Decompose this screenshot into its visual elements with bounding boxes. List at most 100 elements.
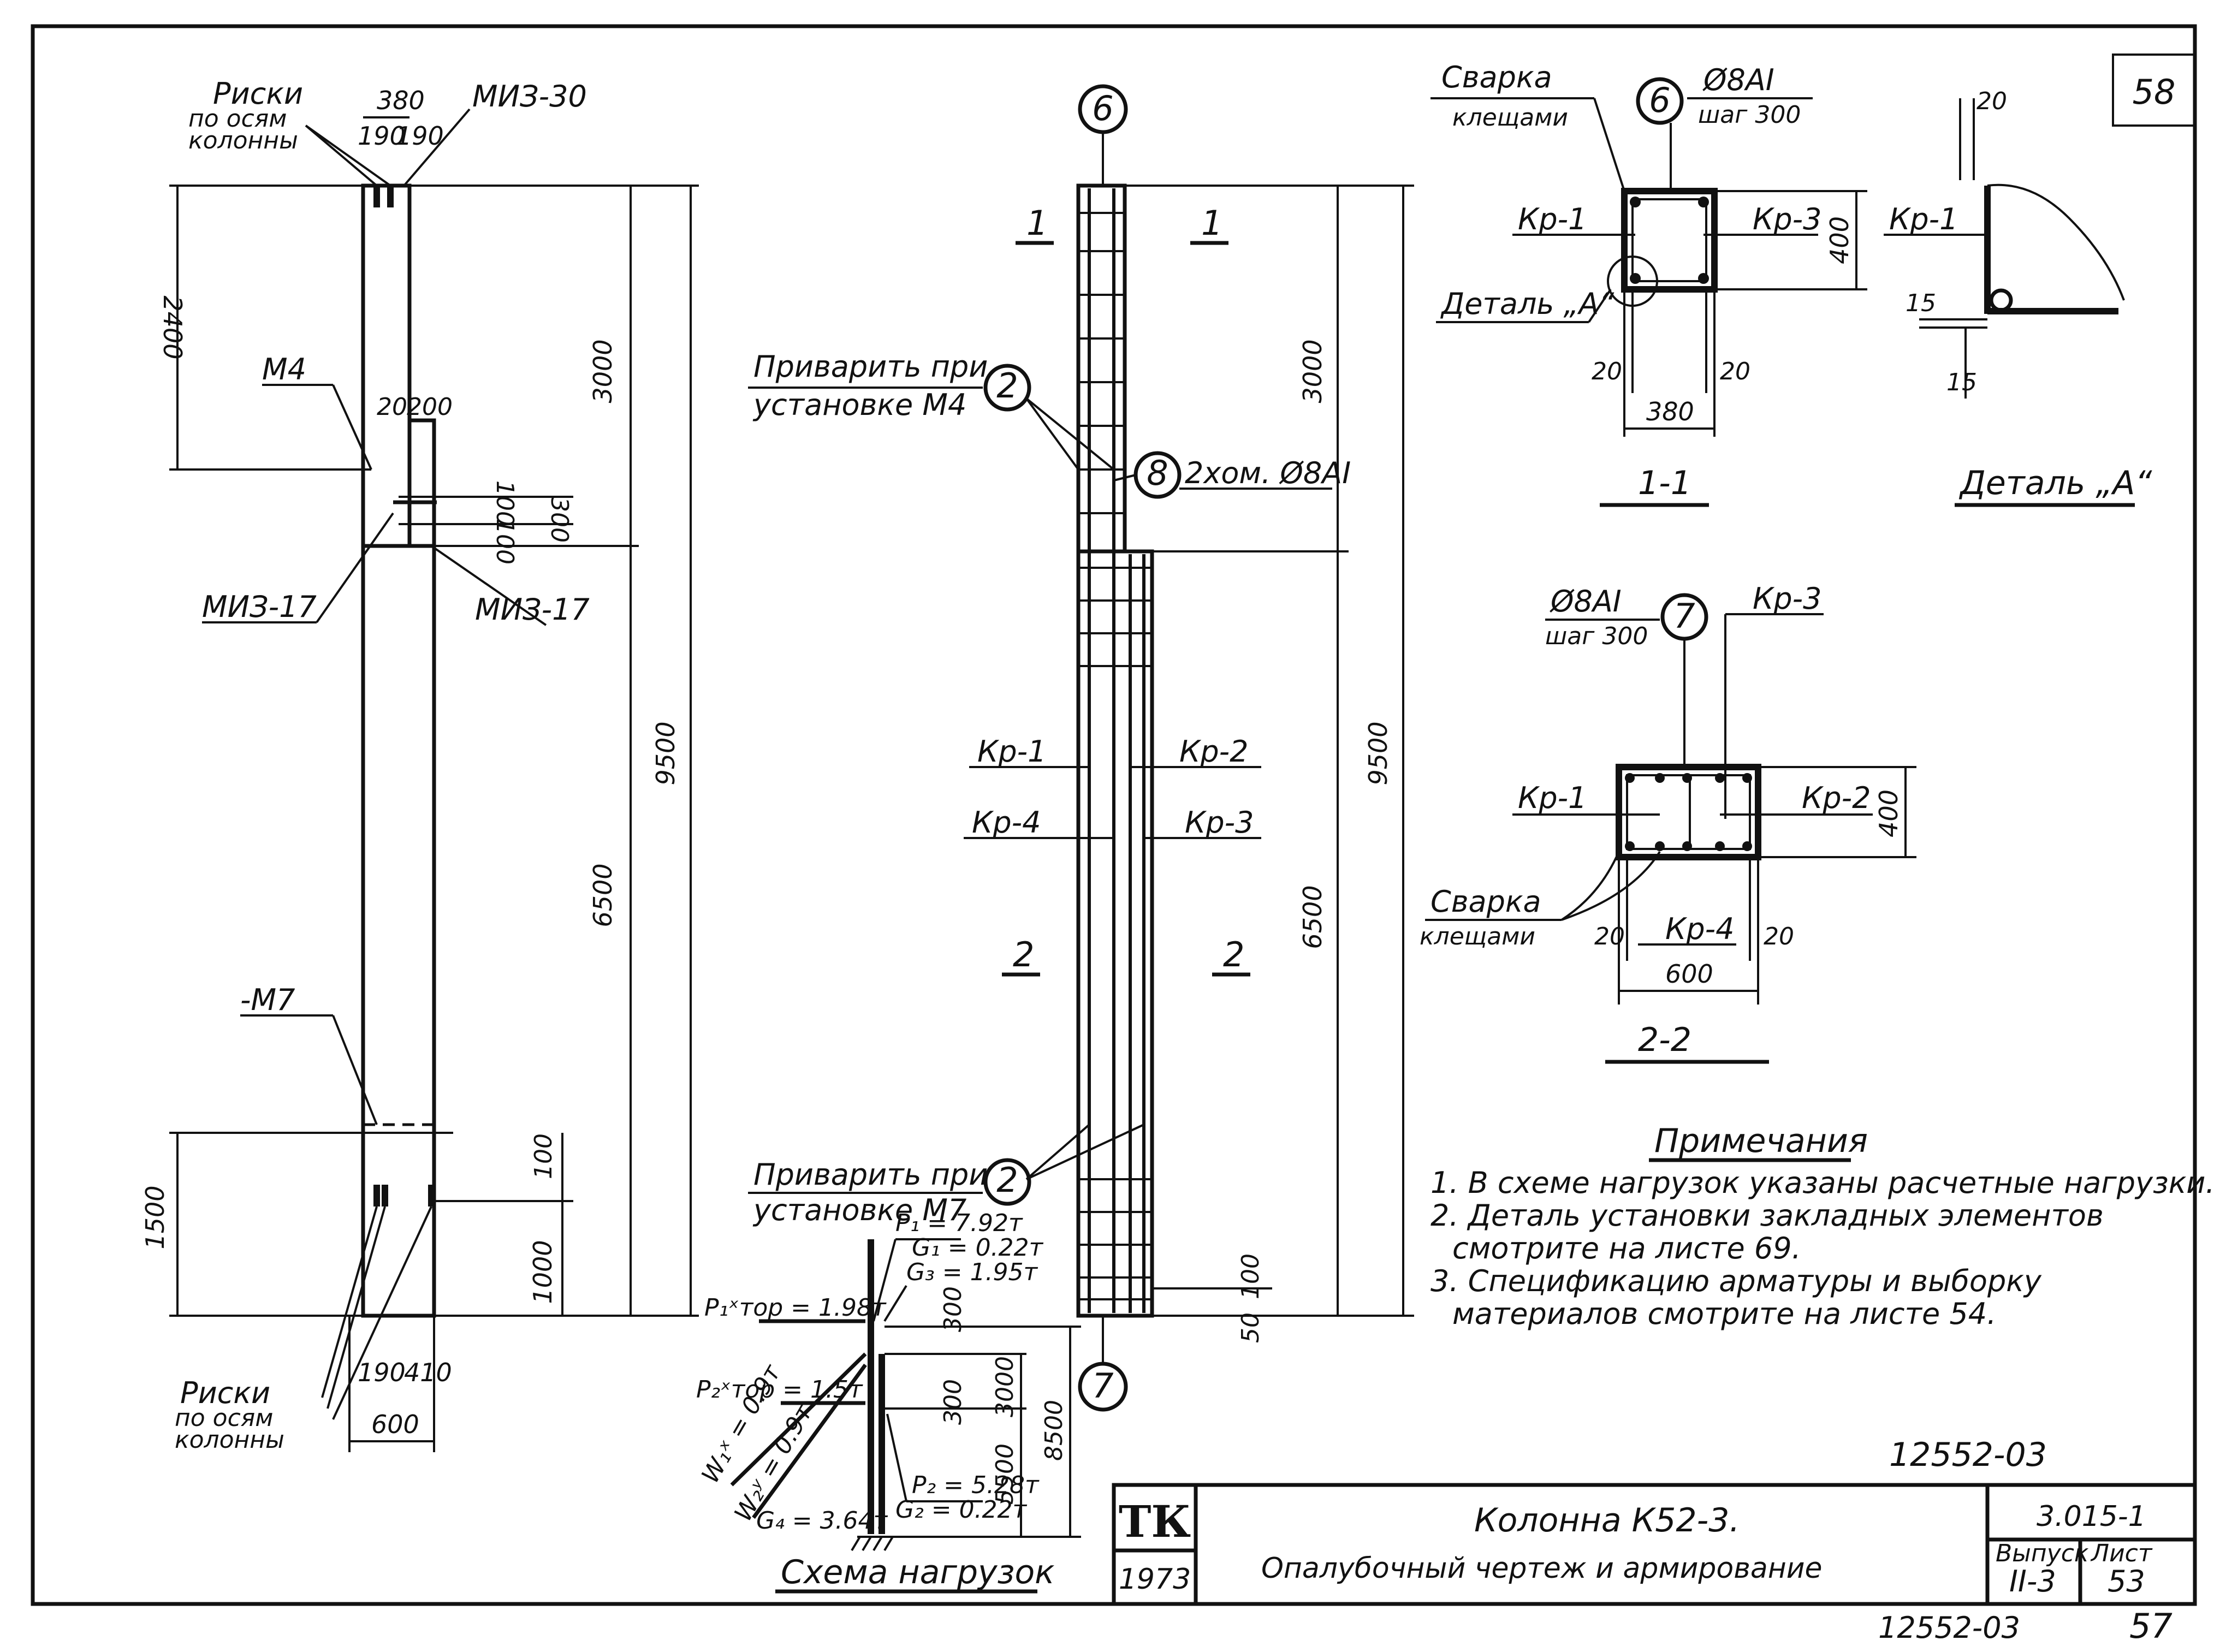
section-2-right: 2 <box>1223 935 1244 974</box>
dim-r-6500-text: 6500 <box>1298 885 1327 949</box>
da-dim20: 20 <box>1976 87 2007 115</box>
column-outline-upper <box>361 183 412 548</box>
da-kr1: Кр-1 <box>1889 202 1958 236</box>
axis-6-label: 6 <box>1092 88 1113 128</box>
ls-g2: G₂ = 0.22т <box>895 1496 1028 1524</box>
label-riski-top-3: колонны <box>188 127 298 154</box>
weld-m4-line1: Приварить при <box>753 349 988 384</box>
tb-frame <box>1112 1483 2197 1606</box>
note-1: 1. В схеме нагрузок указаны расчетные на… <box>1431 1166 2214 1200</box>
tb-subtitle: Опалубочный чертеж и армирование <box>1261 1552 1823 1585</box>
leader-riski-bot-c <box>332 1206 432 1420</box>
s11-weld-1: Сварка <box>1441 60 1552 94</box>
section-1-1: Сварка клещами 6 Ø8AI шаг 300 Кр-1 Кр-3 … <box>1431 60 1867 507</box>
label-miz17-right: МИЗ-17 <box>475 592 590 627</box>
ls-g4: G₄ = 3.64т <box>756 1507 888 1535</box>
dim-380-top: 380 <box>377 86 425 115</box>
ls-p1: P₁ = 7.92т <box>895 1209 1023 1237</box>
leader-riski-bot-b <box>327 1206 386 1409</box>
label-kr3: Кр-3 <box>1185 805 1254 840</box>
section-2-2: Ø8AI шаг 300 7 Кр-3 Кр-1 Кр-2 400 Сварка… <box>1420 581 1916 1064</box>
notes-heading: Примечания <box>1654 1122 1868 1160</box>
notes-block: Примечания 1. В схеме нагрузок указаны р… <box>1431 1122 2214 1331</box>
tb-vypusk: II-3 <box>2009 1564 2056 1598</box>
ls-p1top: P₁ˣтор = 1.98т <box>704 1294 887 1322</box>
footer-code: 12552-03 <box>1878 1611 2020 1645</box>
da-bar-circle <box>1989 288 2013 312</box>
stirrups-lower <box>1078 567 1152 1300</box>
dim-600: 600 <box>371 1410 419 1439</box>
ls-dim3000: 3000 <box>991 1356 1019 1417</box>
s11-weld-leader <box>1593 98 1625 192</box>
leader-miz30 <box>403 108 471 187</box>
ls-dim300: 300 <box>939 1286 967 1332</box>
label-riski-top-1: Риски <box>213 76 303 111</box>
section-1-right: 1 <box>1201 203 1222 243</box>
tb-vypusk-label: Выпуск <box>1996 1540 2089 1567</box>
s22-outline <box>1616 764 1761 860</box>
label-riski-bot-3: колонны <box>175 1426 284 1454</box>
dim-100-b: 100 <box>491 519 519 564</box>
label-kr4: Кр-4 <box>972 805 1041 840</box>
s22-kr1: Кр-1 <box>1518 781 1587 815</box>
s11-kr1: Кр-1 <box>1518 202 1587 236</box>
dim-r-3000-text: 3000 <box>1298 339 1327 403</box>
leader-riski-top-b <box>305 124 391 187</box>
footer-page: 57 <box>2129 1606 2173 1646</box>
label-riski-bot-2: по осям <box>175 1404 273 1432</box>
s22-kr4: Кр-4 <box>1665 912 1734 946</box>
cage-upper <box>1076 183 1127 554</box>
tb-year: 1973 <box>1119 1563 1191 1596</box>
leader-8 <box>1113 474 1136 482</box>
weld-m7-line1: Приварить при <box>753 1157 988 1192</box>
axis-7-label: 7 <box>1092 1366 1113 1406</box>
label-miz17-left: МИЗ-17 <box>202 590 317 624</box>
dim-3000: 3000 <box>588 339 618 403</box>
s22-title: 2-2 <box>1638 1021 1691 1059</box>
sheet-number: 58 <box>2133 72 2176 112</box>
ls-title: Схема нагрузок <box>781 1553 1054 1591</box>
tb-logo: ТК <box>1119 1496 1191 1547</box>
leader-2a-a <box>1025 397 1079 471</box>
s11-stirrup <box>1631 198 1707 282</box>
da-dim15b: 15 <box>1946 369 1977 396</box>
ls-leader-p1b <box>872 1239 897 1322</box>
s11-dim400-text: 400 <box>1825 216 1854 264</box>
s22-dim600-text: 600 <box>1665 959 1713 989</box>
stirrups-upper <box>1078 212 1125 514</box>
s22-dim400-text: 400 <box>1874 789 1903 837</box>
s22-mark7: 7 <box>1673 596 1695 636</box>
s11-mark6-bubble <box>1636 77 1684 125</box>
leader-miz17-right <box>430 545 547 626</box>
ls-leader-g3 <box>883 1285 907 1322</box>
ls-leader-p2 <box>886 1413 907 1502</box>
s22-weld-leader <box>1560 851 1620 921</box>
reinforcement-view: 6 7 <box>748 84 1414 1412</box>
ls-arrow-w1 <box>730 1352 867 1487</box>
dim-r-50: 50 <box>1237 1312 1265 1343</box>
section-2-left: 2 <box>1013 935 1034 974</box>
s22-dim20a: 20 <box>1594 923 1625 950</box>
s22-kr2: Кр-2 <box>1802 781 1871 815</box>
s22-stirrup-a <box>1626 774 1691 850</box>
tb-name: Колонна К52-3. <box>1474 1501 1740 1540</box>
ls-arrow-w2 <box>752 1363 867 1519</box>
dim-20-m4: 20 <box>377 393 407 421</box>
dim-300-a: 300 <box>545 497 573 543</box>
s22-dim20b: 20 <box>1764 923 1794 950</box>
leader-2a-b <box>1025 397 1115 471</box>
s11-mark6: 6 <box>1649 80 1670 120</box>
leader-m7-b <box>332 1015 378 1125</box>
s11-bar-2: шаг 300 <box>1698 101 1801 129</box>
s11-title: 1-1 <box>1638 464 1691 502</box>
label-m4: М4 <box>262 352 306 387</box>
dim-1500: 1500 <box>140 1185 170 1249</box>
s11-dim20b: 20 <box>1720 358 1750 385</box>
leader-2b-b <box>1026 1124 1144 1180</box>
mark-2b: 2 <box>996 1160 1018 1200</box>
ls-g3: G₃ = 1.95т <box>906 1258 1038 1286</box>
s22-weld-2: клещами <box>1420 923 1535 950</box>
leader-miz17-left-b <box>316 512 394 623</box>
s11-detail: Деталь „А“ <box>1440 287 1615 321</box>
mark-2a: 2 <box>996 366 1018 406</box>
